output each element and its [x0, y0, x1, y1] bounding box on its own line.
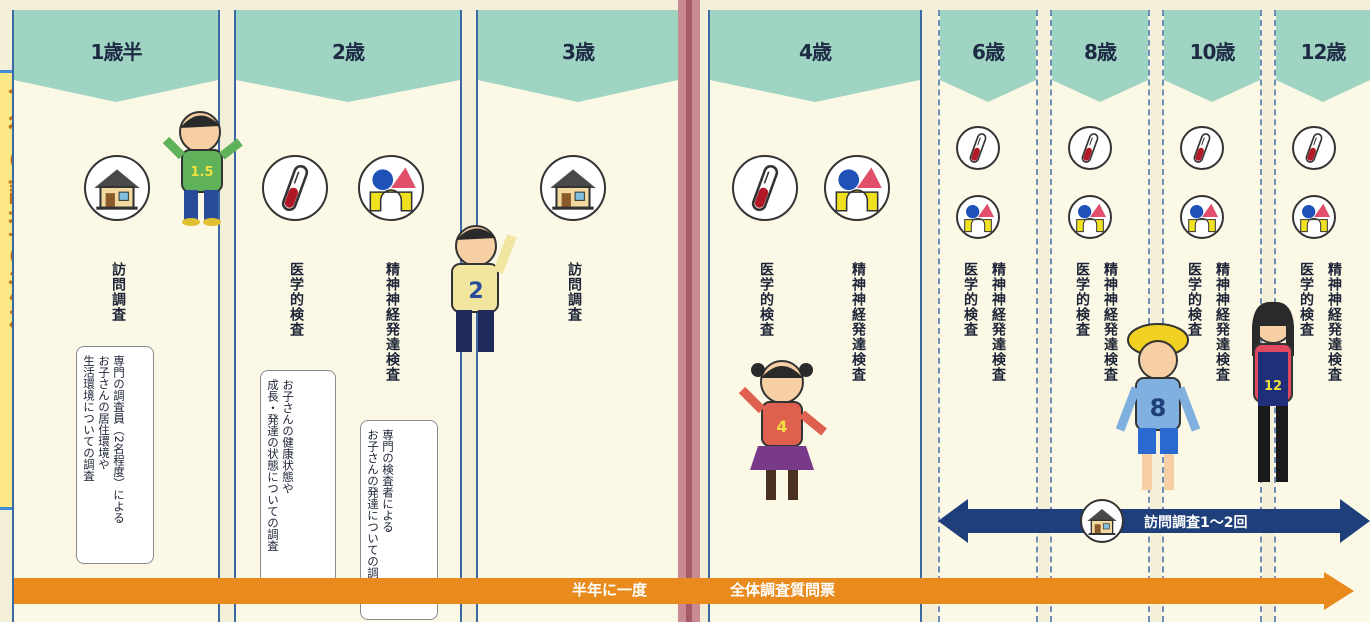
- label-medical: 医学的検査: [1186, 262, 1202, 337]
- home-visit-range-label: 訪問調査1〜2回: [1144, 515, 1248, 531]
- test-tube-icon: [1180, 126, 1224, 170]
- age-label: 2歳: [332, 40, 365, 64]
- age-label: 3歳: [562, 40, 595, 64]
- age-label: 10歳: [1189, 40, 1236, 64]
- blocks-icon: [358, 155, 424, 221]
- shirt-number: 8: [1150, 394, 1167, 422]
- test-tube-icon: [262, 155, 328, 221]
- child-12-illustration: 12: [1252, 301, 1294, 482]
- house-icon: [84, 155, 150, 221]
- label-medical: 医学的検査: [1074, 262, 1090, 337]
- test-tube-icon: [1068, 126, 1112, 170]
- test-tube-icon: [956, 126, 1000, 170]
- label-neuro: 精神神経発達検査: [1326, 262, 1342, 382]
- child-8-illustration: 8: [1115, 323, 1201, 490]
- blocks-icon: [1068, 195, 1112, 239]
- child-1-5-illustration: 1.5: [162, 111, 243, 226]
- blocks-icon: [956, 195, 1000, 239]
- label-medical: 医学的検査: [758, 262, 774, 337]
- shirt-number: 4: [776, 417, 787, 436]
- test-tube-icon: [732, 155, 798, 221]
- label-neuro: 精神神経発達検査: [384, 262, 400, 382]
- label-neuro: 精神神経発達検査: [1102, 262, 1118, 382]
- test-tube-icon: [1292, 126, 1336, 170]
- age-label: 8歳: [1084, 40, 1117, 64]
- house-icon: [540, 155, 606, 221]
- bubble-home-visit: 専門の調査員（2名程度）による お子さんの居住環境や 生活環境についての調査: [76, 346, 154, 564]
- label-medical: 医学的検査: [1298, 262, 1314, 337]
- age-label: 1歳半: [90, 40, 143, 64]
- questionnaire-timeline-bar: [14, 572, 1354, 610]
- blocks-icon: [1180, 195, 1224, 239]
- age-label: 6歳: [972, 40, 1005, 64]
- house-icon: [1080, 499, 1124, 543]
- label-neuro: 精神神経発達検査: [850, 262, 866, 382]
- column-4: 4歳: [708, 10, 922, 622]
- child-2-illustration: 2: [451, 225, 517, 352]
- label-home-visit: 訪問調査: [566, 262, 582, 322]
- child-4-illustration: 4: [738, 360, 827, 500]
- home-visit-range-bar: [938, 497, 1370, 545]
- label-neuro: 精神神経発達検査: [990, 262, 1006, 382]
- label-medical: 医学的検査: [962, 262, 978, 337]
- label-neuro: 精神神経発達検査: [1214, 262, 1230, 382]
- semiannual-label: 半年に一度: [572, 581, 648, 599]
- label-medical: 医学的検査: [288, 262, 304, 337]
- age-label: 4歳: [799, 40, 832, 64]
- label-home-visit: 訪問調査: [110, 262, 126, 322]
- page-seam-line: [686, 0, 692, 622]
- shirt-number: 12: [1264, 379, 1282, 394]
- bubble-medical: お子さんの健康状態や 成長・発達の状態についての調査: [260, 370, 336, 584]
- column-3: 3歳: [476, 10, 680, 622]
- shirt-number: 1.5: [190, 165, 213, 180]
- questionnaire-label: 全体調査質問票: [730, 581, 836, 599]
- blocks-icon: [1292, 195, 1336, 239]
- blocks-icon: [824, 155, 890, 221]
- shirt-number: 2: [468, 279, 483, 304]
- age-label: 12歳: [1300, 40, 1347, 64]
